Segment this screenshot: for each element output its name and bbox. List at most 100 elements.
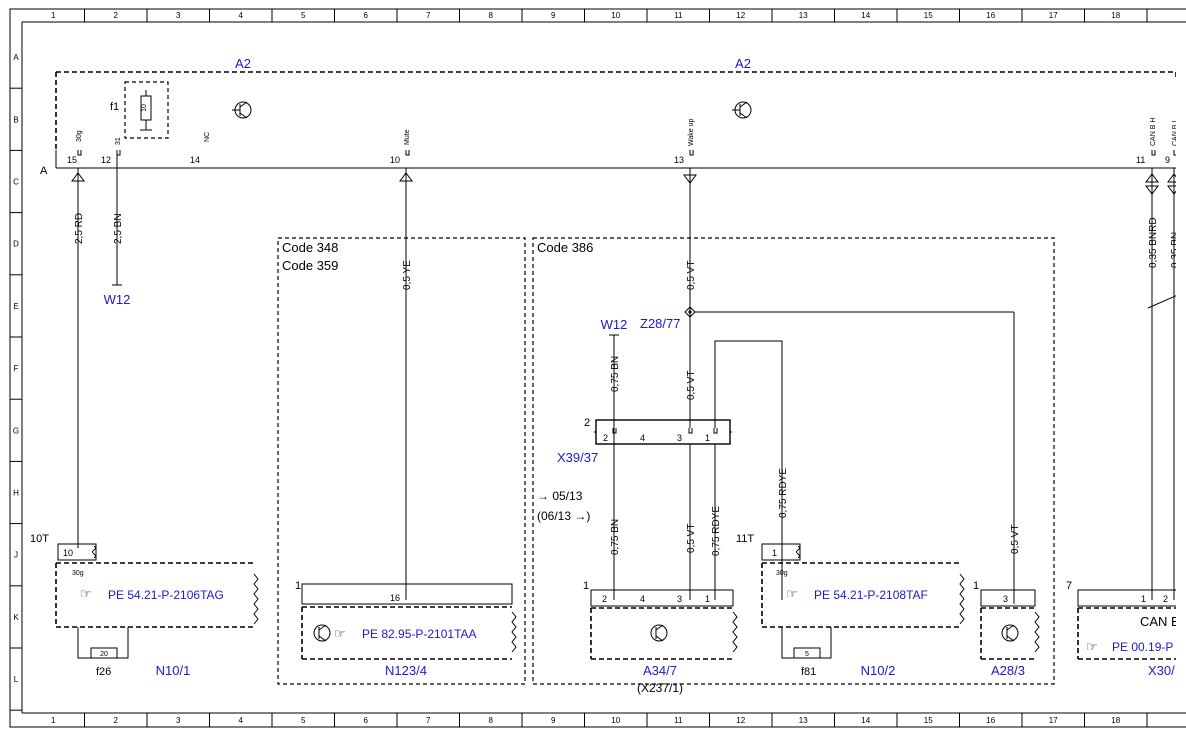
row-letter: F xyxy=(14,364,19,373)
wire-0-75-rdye-loop xyxy=(714,340,783,600)
column-ticks: 1122334455667788991010111112121313141415… xyxy=(51,9,1148,727)
a34-connector: 1 xyxy=(583,580,589,592)
column-number: 5 xyxy=(301,716,306,725)
a28-label: A28/3 xyxy=(991,663,1025,678)
n10-2-label: N10/2 xyxy=(861,663,896,678)
column-number: 1 xyxy=(51,716,56,725)
bus-letter: A xyxy=(40,165,48,177)
pin-name: CAN B L xyxy=(1172,119,1179,146)
pin-number: 13 xyxy=(674,155,684,165)
a34-box xyxy=(590,607,733,660)
n10-2-pin2: 30g xyxy=(776,570,788,577)
column-number: 7 xyxy=(426,716,431,725)
pin-name: Wake up xyxy=(688,119,695,146)
n10-1-reference-link[interactable]: PE 54.21-P-2106TAG xyxy=(108,588,224,602)
row-letter: E xyxy=(13,302,18,311)
column-number: 8 xyxy=(489,11,494,20)
x30-reference-link[interactable]: PE 00.19-P xyxy=(1112,640,1173,654)
column-number: 5 xyxy=(301,11,306,20)
splice-icon xyxy=(684,306,696,318)
wire-label: 0,35 BN xyxy=(1170,232,1181,268)
column-number: 14 xyxy=(861,11,870,20)
wire-label: 0,75 BN xyxy=(610,356,621,392)
column-number: 13 xyxy=(799,716,808,725)
column-number: 17 xyxy=(1049,716,1058,725)
wire-label: 0,75 RDYE xyxy=(711,506,722,556)
a28-connector: 1 xyxy=(973,580,979,592)
drawing-frame xyxy=(9,8,1186,728)
pin-number: 15 xyxy=(67,155,77,165)
transistor-icon xyxy=(232,101,252,119)
transistor-icon xyxy=(732,101,752,119)
pin-name: 30g xyxy=(76,130,83,142)
date-to: (06/13 →) xyxy=(537,509,590,523)
column-number: 13 xyxy=(799,11,808,20)
arrow-icon xyxy=(399,172,413,182)
a34-pin: 2 xyxy=(602,594,607,604)
row-letter: D xyxy=(13,240,19,249)
column-number: 15 xyxy=(924,11,933,20)
pin-name: Mute xyxy=(404,129,411,145)
transistor-icon xyxy=(313,624,331,642)
column-number: 9 xyxy=(551,716,556,725)
column-number: 4 xyxy=(239,716,244,725)
connector-pin: 3 xyxy=(677,433,682,443)
column-number: 7 xyxy=(426,11,431,20)
column-number: 12 xyxy=(736,11,745,20)
column-number: 14 xyxy=(861,716,870,725)
column-number: 2 xyxy=(114,11,119,20)
wire-label: 0,5 VT xyxy=(686,261,697,290)
n10-1-pin2: 30g xyxy=(72,570,84,577)
wire-label: 0,35 BNRD xyxy=(1148,217,1159,268)
fuse-f81-value: 5 xyxy=(805,651,809,658)
wire-label: 2,5 BN xyxy=(113,213,124,244)
column-number: 11 xyxy=(674,716,683,725)
reference-icon: ☞ xyxy=(1086,639,1098,654)
code-386-box xyxy=(532,237,1055,685)
reference-icon: ☞ xyxy=(334,626,346,641)
x30-pin: 2 xyxy=(1163,594,1168,604)
row-letter: A xyxy=(13,53,19,62)
code-348-label: Code 348 xyxy=(282,240,338,255)
n10-2-pin: 1 xyxy=(772,548,777,558)
ground-w12-left: W12 xyxy=(104,292,131,307)
column-number: 2 xyxy=(114,716,119,725)
column-number: 6 xyxy=(364,11,369,20)
a34-label: A34/7 xyxy=(643,663,677,678)
n10-1-connector: 10T xyxy=(30,533,49,545)
fuse-f1-label: f1 xyxy=(110,101,119,113)
row-letter: L xyxy=(14,675,19,684)
column-number: 3 xyxy=(176,716,181,725)
ground-w12-mid: W12 xyxy=(601,317,628,332)
a2-pins: 30g 15 31 12 NC 14 Mute 10 Wake up 13 CA… xyxy=(67,118,1179,165)
column-number: 8 xyxy=(489,716,494,725)
n10-2-reference-link[interactable]: PE 54.21-P-2108TAF xyxy=(814,588,928,602)
column-number: 16 xyxy=(986,716,995,725)
n123-pin: 16 xyxy=(390,593,400,603)
n123-reference-link[interactable]: PE 82.95-P-2101TAA xyxy=(362,627,477,641)
x30-pin: 1 xyxy=(1141,594,1146,604)
column-number: 9 xyxy=(551,11,556,20)
row-letter: B xyxy=(13,115,18,124)
wire-label: 2,5 RD xyxy=(74,213,85,244)
wire-label: 0,5 YE xyxy=(402,260,413,290)
fuse-f26-value: 20 xyxy=(100,651,108,658)
pin-name: NC xyxy=(204,132,211,142)
column-number: 11 xyxy=(674,11,683,20)
reference-icon: ☞ xyxy=(786,586,798,601)
n123-label: N123/4 xyxy=(385,663,427,678)
fuse-f1-box xyxy=(124,81,169,139)
a28-pin: 3 xyxy=(1003,594,1008,604)
column-number: 12 xyxy=(736,716,745,725)
column-number: 1 xyxy=(51,11,56,20)
a2-label-center: A2 xyxy=(735,56,751,71)
a2-pin-stubs xyxy=(77,150,1176,156)
column-number: 15 xyxy=(924,716,933,725)
a34-pin: 3 xyxy=(677,594,682,604)
a34-pin: 1 xyxy=(705,594,710,604)
connector-pin-label: 2 xyxy=(584,417,590,429)
connector-pin: 1 xyxy=(705,433,710,443)
pin-name: CAN B H xyxy=(1150,118,1157,146)
column-number: 4 xyxy=(239,11,244,20)
